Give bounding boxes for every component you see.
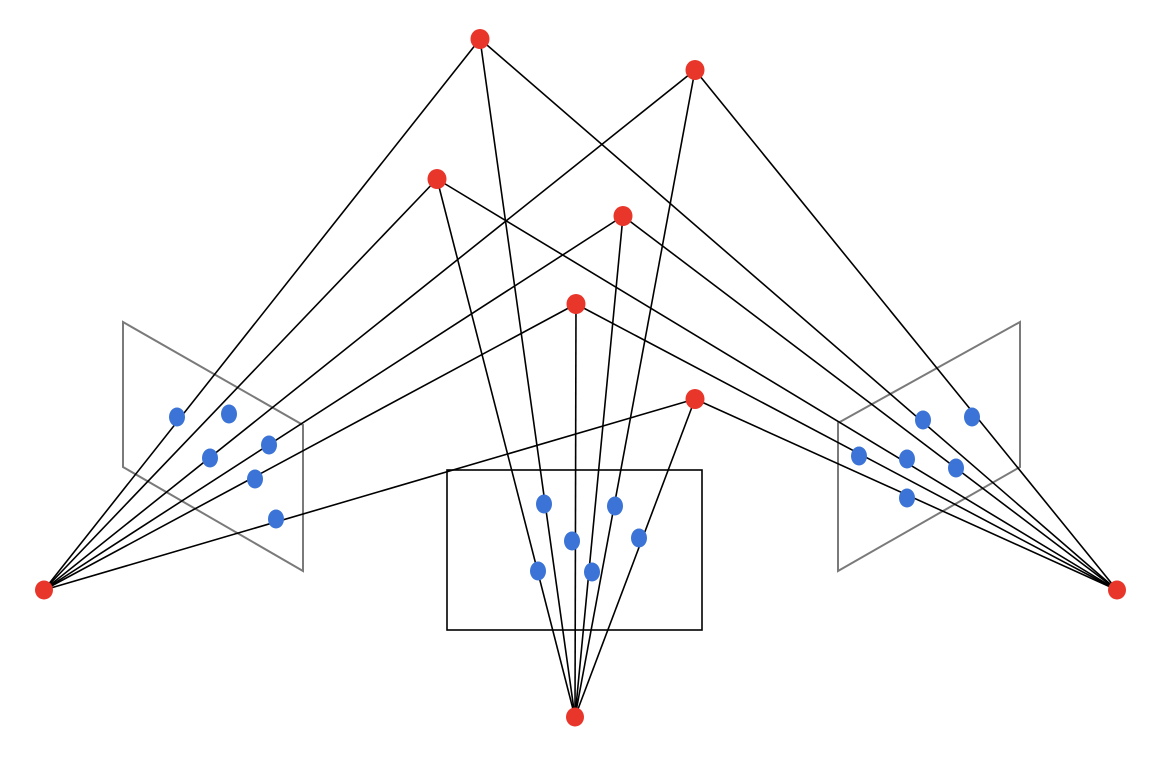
projection-ray	[574, 215, 624, 718]
projection-ray	[43, 398, 696, 591]
projection-ray	[479, 38, 576, 718]
scene-point-3d	[566, 294, 586, 314]
camera-center	[566, 707, 584, 727]
image-projection-point	[261, 435, 277, 455]
projection-ray	[574, 398, 696, 718]
scene-point-3d	[685, 60, 705, 80]
projection-ray	[574, 303, 577, 718]
camera-center	[1108, 580, 1126, 600]
image-projection-point	[899, 449, 915, 469]
projection-ray	[694, 69, 1118, 591]
image-projection-point	[564, 531, 580, 551]
scene-point-3d	[470, 29, 490, 49]
image-projection-point	[607, 496, 623, 516]
projection-ray	[43, 38, 481, 591]
image-projection-point	[948, 458, 964, 478]
image-projection-point	[964, 407, 980, 427]
projection-ray	[43, 178, 438, 591]
projection-ray	[574, 69, 696, 718]
projection-ray	[43, 215, 624, 591]
image-projection-point	[899, 488, 915, 508]
image-projection-point	[915, 410, 931, 430]
image-plane-right	[837, 320, 1021, 573]
camera-center	[35, 580, 53, 600]
image-projection-point	[221, 404, 237, 424]
projection-ray	[43, 303, 577, 591]
projection-ray	[575, 303, 1118, 591]
image-projection-point	[247, 469, 263, 489]
projection-ray	[479, 38, 1118, 591]
image-plane-left	[122, 320, 304, 573]
scene-point-3d	[427, 169, 447, 189]
image-projection-point	[631, 528, 647, 548]
projection-ray	[622, 215, 1118, 591]
projection-ray	[436, 178, 1118, 591]
image-projection-point	[530, 561, 546, 581]
image-projection-point	[268, 509, 284, 529]
projection-ray	[436, 178, 576, 718]
scene-point-3d	[685, 389, 705, 409]
image-projection-point	[202, 448, 218, 468]
image-projection-point	[851, 446, 867, 466]
projection-ray	[43, 69, 696, 591]
image-projection-point	[536, 494, 552, 514]
image-projection-point	[584, 562, 600, 582]
scene-point-3d	[613, 206, 633, 226]
image-projection-point	[169, 407, 185, 427]
